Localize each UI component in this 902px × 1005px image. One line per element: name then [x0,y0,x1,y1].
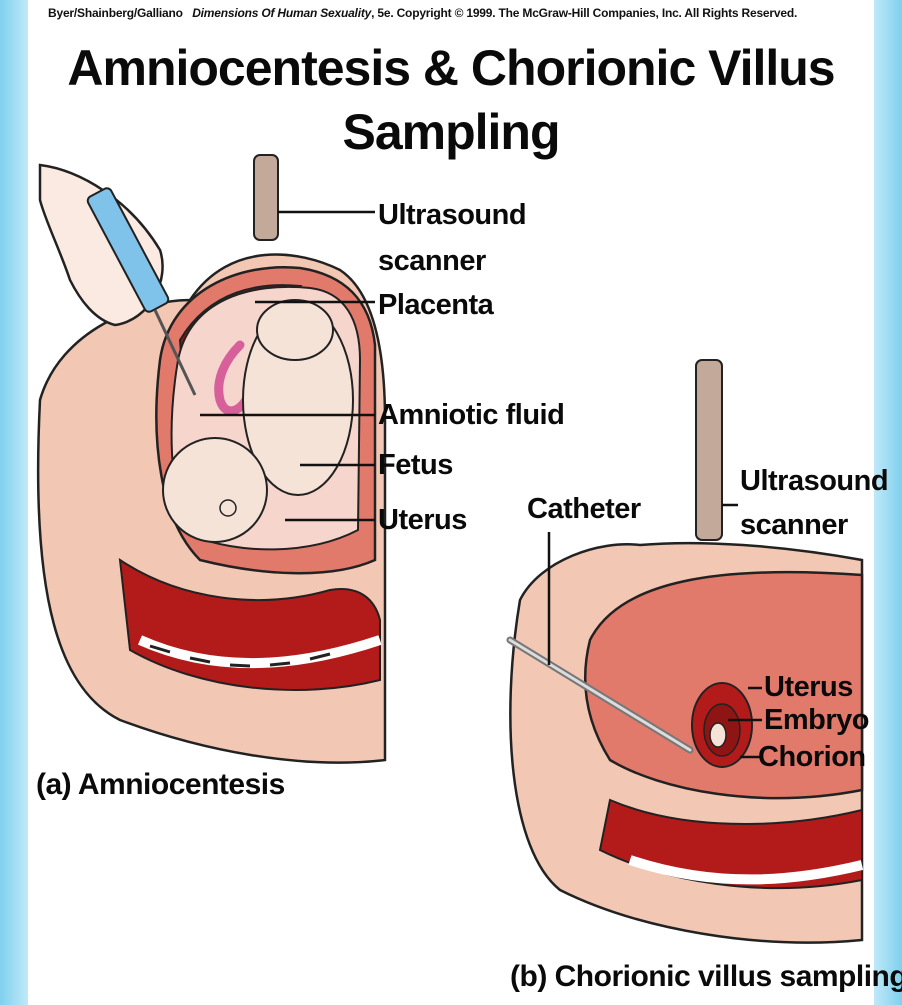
caption-amniocentesis: (a) Amniocentesis [36,770,285,800]
label-ultrasound-b: Ultrasound [740,466,888,496]
ultrasound-probe-b [696,360,722,540]
fetus-leg [257,300,333,360]
label-ultrasound-a: Ultrasound [378,200,526,230]
label-scanner-b: scanner [740,510,848,540]
label-fetus: Fetus [378,450,453,480]
label-uterus-a: Uterus [378,505,467,535]
label-scanner-a: scanner [378,246,486,276]
label-embryo: Embryo [764,705,869,735]
label-amniotic-fluid: Amniotic fluid [378,400,564,430]
cvs-illustration [510,360,862,943]
label-uterus-b: Uterus [764,672,853,702]
caption-cvs: (b) Chorionic villus sampling [510,962,902,992]
label-placenta: Placenta [378,290,493,320]
label-catheter: Catheter [527,494,641,524]
label-chorion: Chorion [758,742,866,772]
amniocentesis-illustration [38,155,385,763]
ultrasound-probe-a [254,155,278,240]
embryo-b [710,723,726,747]
fetus-head [163,438,267,542]
